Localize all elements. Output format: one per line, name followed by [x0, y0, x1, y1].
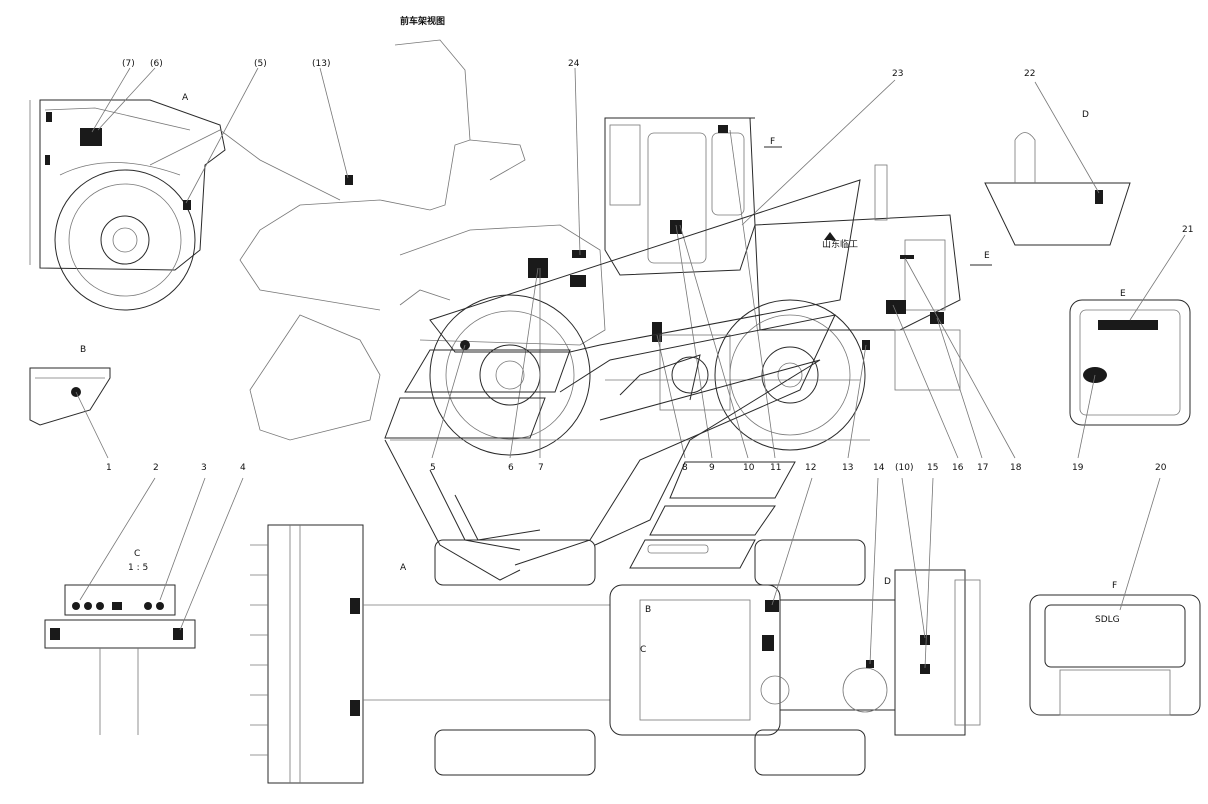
callout-15: 15	[927, 463, 938, 473]
view-b: B	[29, 345, 111, 459]
callout-9: 9	[709, 463, 715, 473]
callout-7-paren: (7)	[122, 59, 135, 69]
loader-side-view: 山东临工	[390, 67, 1016, 459]
callout-19: 19	[1072, 463, 1084, 473]
callout-23: 23	[892, 69, 903, 79]
callout-10: 10	[743, 463, 755, 473]
callout-17: 17	[977, 463, 988, 473]
callout-21: 21	[1182, 225, 1193, 235]
top-view-a-arrow: A	[400, 563, 407, 573]
view-e: E	[1069, 234, 1191, 459]
view-a-label: A	[182, 93, 189, 103]
diagram-title: 前车架视图	[400, 15, 445, 27]
callout-22: 22	[1024, 69, 1035, 79]
callout-5-paren: (5)	[254, 59, 267, 69]
view-c-scale: 1 : 5	[128, 563, 148, 573]
view-c-panel: C 1 : 5	[44, 477, 244, 735]
view-e-label: E	[1120, 289, 1126, 299]
callout-24: 24	[568, 59, 580, 69]
view-d-label: D	[1082, 110, 1089, 120]
view-f-arrow: F	[770, 137, 775, 147]
callout-10-paren: (10)	[895, 463, 913, 473]
callout-14: 14	[873, 463, 885, 473]
callout-1: 1	[106, 463, 112, 473]
view-f-brand: SDLG	[1095, 615, 1120, 625]
callout-13: 13	[842, 463, 853, 473]
callout-4: 4	[240, 463, 246, 473]
top-view-d-arrow: D	[884, 577, 891, 587]
view-f: SDLG F	[1029, 477, 1201, 716]
callout-7: 7	[538, 463, 544, 473]
view-d: D	[984, 81, 1131, 246]
view-a-side: A	[29, 67, 341, 311]
callout-11: 11	[770, 463, 781, 473]
top-view-c-arrow: C	[640, 645, 646, 655]
view-f-label: F	[1112, 581, 1117, 591]
callout-5: 5	[430, 463, 436, 473]
callout-16: 16	[952, 463, 964, 473]
callout-8: 8	[682, 463, 688, 473]
callout-2: 2	[153, 463, 159, 473]
view-e-arrow: E	[984, 251, 990, 261]
view-c-label: C	[134, 549, 140, 559]
bucket-arm-view	[239, 39, 526, 441]
loader-top-view: A B C D	[250, 477, 981, 784]
top-view-b-arrow: B	[645, 605, 651, 615]
callout-12: 12	[805, 463, 816, 473]
callout-3: 3	[201, 463, 207, 473]
callout-20: 20	[1155, 463, 1167, 473]
decal-7-6	[80, 128, 102, 146]
callout-6-paren: (6)	[150, 59, 163, 69]
callout-6: 6	[508, 463, 514, 473]
view-b-label: B	[80, 345, 86, 355]
callout-13-paren: (13)	[312, 59, 330, 69]
callout-18: 18	[1010, 463, 1022, 473]
